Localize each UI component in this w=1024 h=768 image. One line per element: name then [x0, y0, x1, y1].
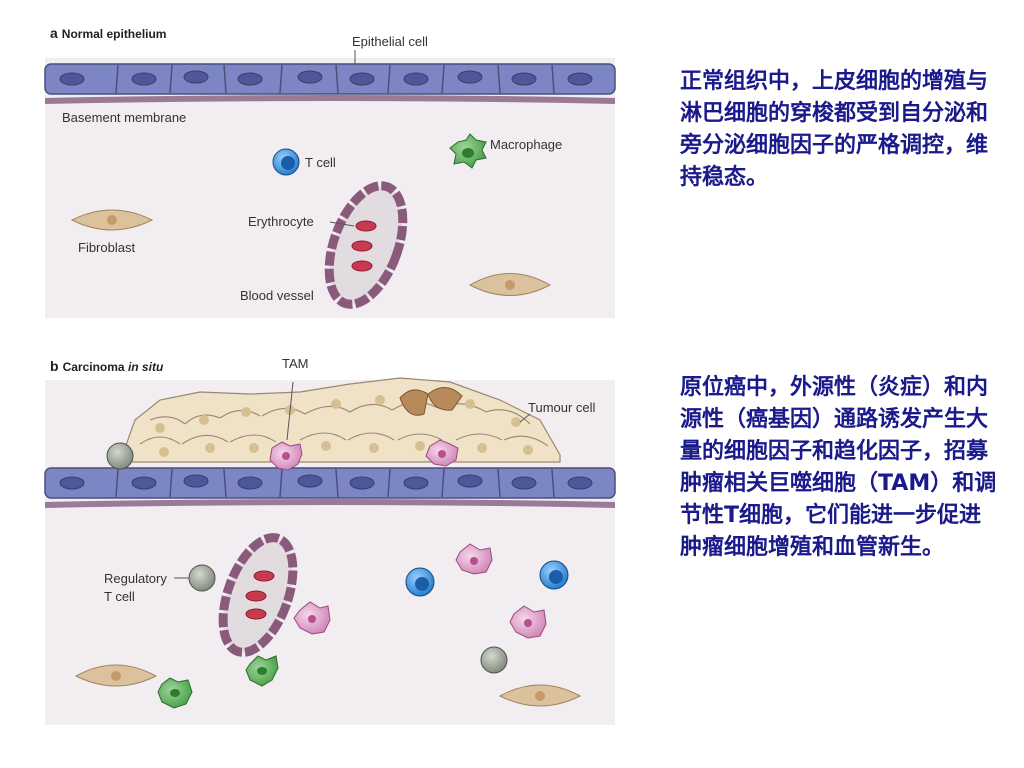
panel-b-macrophage-2	[157, 677, 193, 709]
label-basement-membrane: Basement membrane	[62, 110, 187, 125]
tam-pointer	[286, 381, 294, 441]
panel-b-tam-2	[293, 601, 331, 635]
panel-b-regulatory-t-cell-top	[106, 442, 134, 470]
panel-b-fibroblast-right	[498, 684, 582, 707]
panel-b-basement-membrane	[45, 499, 615, 508]
panel-a-basement-membrane	[45, 95, 615, 104]
panel-b-macrophage-1	[245, 655, 279, 687]
panel-b-blood-vessel	[218, 533, 298, 657]
label-erythrocyte: Erythrocyte	[248, 214, 314, 229]
panel-b-fibroblast-left	[74, 664, 158, 687]
description-carcinoma-in-situ: 原位癌中，外源性（炎症）和内源性（癌基因）通路诱发产生大量的细胞因子和趋化因子，…	[680, 375, 997, 560]
panel-b-regulatory-t-cell-left	[188, 564, 216, 592]
panel-b-t-cell-1	[405, 567, 435, 597]
label-blood-vessel: Blood vessel	[240, 288, 314, 303]
label-t-cell: T cell	[305, 155, 336, 170]
label-regulatory-t-cell-line1: Regulatory	[104, 571, 167, 586]
erythrocyte-pointer	[329, 221, 355, 227]
panel-b-tam-epithelial-2	[425, 439, 459, 467]
label-fibroblast: Fibroblast	[78, 240, 136, 255]
panel-b-regulatory-t-cell-right	[480, 646, 508, 674]
panel-b-tumour-mass	[119, 377, 561, 463]
label-epithelial-cell: Epithelial cell	[352, 34, 428, 49]
panel-b-tam-epithelial-1	[269, 441, 303, 471]
panel-a-macrophage	[449, 133, 487, 169]
panel-b-epithelium	[44, 467, 616, 499]
panel-a-epithelium	[44, 63, 616, 95]
panel-b-t-cell-2	[539, 560, 569, 590]
description-normal-epithelium: 正常组织中，上皮细胞的增殖与淋巴细胞的穿梭都受到自分泌和旁分泌细胞因子的严格调控…	[680, 69, 989, 190]
label-regulatory-t-cell-line2: T cell	[104, 589, 135, 604]
tumour-cell-pointer	[519, 413, 531, 423]
label-macrophage: Macrophage	[490, 137, 563, 152]
panel-b-tam-1	[455, 543, 493, 575]
panel-a-fibroblast-right	[468, 273, 552, 296]
label-tam: TAM	[282, 356, 309, 371]
panel-a-blood-vessel	[324, 181, 408, 309]
panel-b-tam-3	[509, 605, 547, 639]
panel-a-t-cell	[272, 148, 300, 176]
label-tumour-cell: Tumour cell	[528, 400, 596, 415]
panel-a-fibroblast-left	[70, 209, 154, 231]
